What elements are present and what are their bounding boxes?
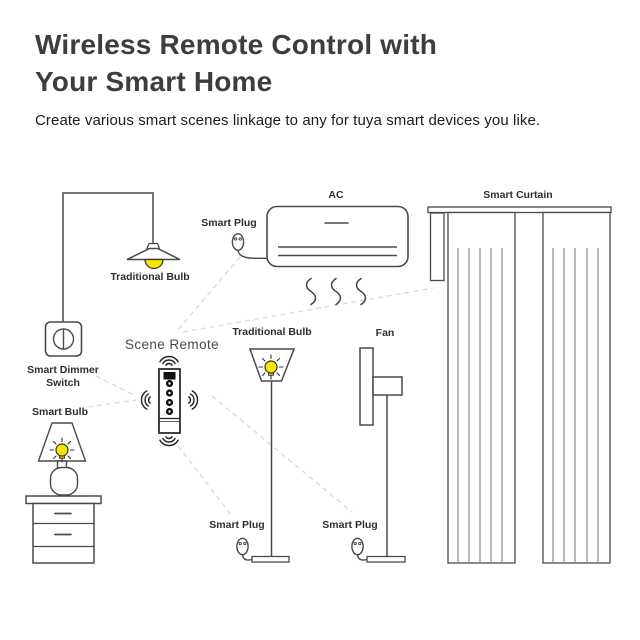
fan-plug-label: Smart Plug xyxy=(322,519,378,531)
curtain-panel-right xyxy=(542,211,611,564)
nightstand xyxy=(25,495,102,564)
traditional-bulb-icon xyxy=(259,355,283,379)
ac-unit xyxy=(231,205,409,306)
ceiling-lamp-label: Traditional Bulb xyxy=(110,271,190,283)
pendant-bulb-icon xyxy=(144,258,164,270)
ceiling-lamp xyxy=(62,192,181,322)
smart-curtain xyxy=(427,206,612,564)
curtain-folds xyxy=(457,248,599,562)
lamp-wire xyxy=(62,192,154,322)
wireless-links xyxy=(87,256,434,517)
link-remote-floorlamp-plug xyxy=(177,445,233,517)
dimmer-switch-label: Smart Dimmer Switch xyxy=(27,364,99,389)
curtain-label: Smart Curtain xyxy=(483,189,553,201)
stand-fan xyxy=(351,347,406,563)
floorlamp-plug-cord xyxy=(241,554,253,561)
link-remote-curtain xyxy=(182,287,434,333)
link-remote-dimmer xyxy=(95,375,137,397)
curtain-motor xyxy=(429,212,445,282)
smart-plug-icon xyxy=(231,233,245,251)
floor-lamp-base xyxy=(251,555,290,563)
fan-label: Fan xyxy=(375,327,395,339)
table-lamp-body xyxy=(49,466,79,496)
wifi-waves-icon xyxy=(140,355,199,447)
smart-bulb-icon xyxy=(50,438,74,462)
fan-motor xyxy=(372,376,403,396)
curtain-rail xyxy=(427,206,612,214)
smart-plug-icon xyxy=(351,537,364,556)
smart-dimmer-switch xyxy=(44,321,83,357)
link-remote-fan-plug xyxy=(211,395,353,513)
fan-blade-housing xyxy=(359,347,374,426)
airflow-icon xyxy=(305,277,367,306)
page-title-line2: Your Smart Home xyxy=(35,66,273,97)
floor-lamp-plug-label: Smart Plug xyxy=(209,519,265,531)
page-subtitle: Create various smart scenes linkage to a… xyxy=(35,112,541,129)
ac-plug-label: Smart Plug xyxy=(201,217,257,229)
floor-lamp xyxy=(236,348,296,563)
scene-remote-label: Scene Remote xyxy=(124,337,220,352)
nightstand-top xyxy=(25,495,102,505)
remote-buttons xyxy=(165,379,174,416)
page-title-line1: Wireless Remote Control with xyxy=(35,29,438,60)
smart-bulb-lamp xyxy=(37,422,87,496)
scene-remote xyxy=(140,355,199,447)
ac-label: AC xyxy=(328,189,344,201)
curtain-panel-left xyxy=(447,211,516,564)
fan-base xyxy=(366,555,406,563)
remote-screen xyxy=(163,372,176,380)
fan-plug-cord xyxy=(356,554,368,561)
smart-bulb-label: Smart Bulb xyxy=(31,406,88,418)
smart-plug-icon xyxy=(236,537,249,556)
page-title: Wireless Remote Control with Your Smart … xyxy=(35,26,595,100)
link-remote-smart-bulb xyxy=(87,399,137,408)
lamp-shade xyxy=(126,247,181,261)
nightstand-cabinet xyxy=(32,502,95,564)
ac-plug-cord xyxy=(237,250,268,260)
floor-lamp-label: Traditional Bulb xyxy=(232,326,312,338)
link-remote-ac-plug xyxy=(175,256,241,333)
